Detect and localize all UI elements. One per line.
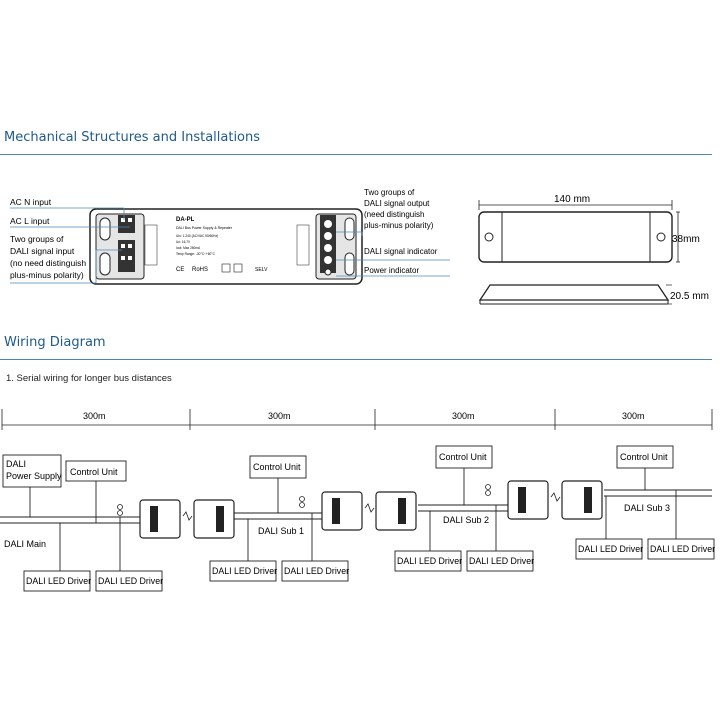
control-unit-label: Control Unit [253,462,301,472]
dimension-top-view [478,200,680,263]
device-spec-line: Uin: 1-240 (AC/VAC 50/60Hz) [176,234,218,238]
callout-dali-output: (need distinguish [364,210,424,219]
callout-dali-input: plus-minus polarity) [10,270,84,280]
power-supply-label: Power Supply [6,471,62,481]
section-rule [0,359,712,360]
mechanical-section-title: Mechanical Structures and Installations [4,130,261,145]
callout-ac-n: AC N input [10,197,52,207]
certification-marks: CE RoHS SELV [176,263,268,273]
dimension-length: 140 mm [554,194,590,205]
callout-dali-output: DALI signal output [364,199,430,208]
section-rule [0,154,712,155]
repeater-units [139,480,603,539]
serial-wiring-caption: 1. Serial wiring for longer bus distance… [6,373,172,384]
distance-label: 300m [622,411,645,421]
callout-dali-input: (no need distinguish [10,258,86,268]
wiring-section-title: Wiring Diagram [4,335,106,350]
repeater-break-marks [182,492,561,521]
led-driver-label: DALI LED Driver [578,544,643,554]
power-supply-label: DALI [6,459,26,469]
distance-label: 300m [268,411,291,421]
svg-text:RoHS: RoHS [192,267,208,273]
led-driver-label: DALI LED Driver [284,566,349,576]
led-driver-label: DALI LED Driver [212,566,277,576]
dali-main-label: DALI Main [4,539,46,549]
distance-ruler [1,409,713,430]
wiring-drops [29,468,677,571]
control-unit-label: Control Unit [70,467,118,477]
device-spec-line: Iout: Max 250mA [176,246,201,250]
repeater-terminals [150,487,592,532]
right-callout-leaders [336,231,450,277]
ac-input-symbols [117,484,491,516]
device-spec-line: Temp Range: -30°C~+60°C [176,252,216,256]
dali-bus-lines [0,489,712,524]
device-spec-line: Uo: 16.7V [176,240,191,244]
driver-boxes [23,538,715,592]
device-subtitle: DALI Bus Power Supply & Repeater [176,226,233,230]
led-driver-label: DALI LED Driver [397,556,462,566]
control-unit-label: Control Unit [620,452,668,462]
dimension-width: 38mm [672,234,700,245]
callout-dali-output: plus-minus polarity) [364,221,434,230]
distance-label: 300m [83,411,106,421]
led-driver-label: DALI LED Driver [650,544,715,554]
device-front-view [89,208,363,285]
wiring-boxes [2,445,674,488]
callout-dali-input: Two groups of [10,234,64,244]
callout-ac-l: AC L input [10,216,50,226]
dimension-side-view [478,284,672,305]
svg-text:SELV: SELV [255,267,268,273]
callout-dali-input: DALI signal input [10,246,75,256]
callout-power-indicator: Power indicator [364,266,419,275]
device-model: DA-PL [176,217,195,223]
dali-sub-label: DALI Sub 3 [624,503,670,513]
callout-dali-output: Two groups of [364,188,415,197]
svg-text:CE: CE [176,267,184,273]
dali-sub-label: DALI Sub 1 [258,526,304,536]
led-driver-label: DALI LED Driver [98,576,163,586]
left-callout-leaders [10,207,130,284]
dimension-height: 20.5 mm [670,291,709,302]
distance-label: 300m [452,411,475,421]
dali-sub-label: DALI Sub 2 [443,515,489,525]
control-unit-label: Control Unit [439,452,487,462]
callout-signal-indicator: DALI signal indicator [364,247,438,256]
led-driver-label: DALI LED Driver [469,556,534,566]
led-driver-label: DALI LED Driver [26,576,91,586]
